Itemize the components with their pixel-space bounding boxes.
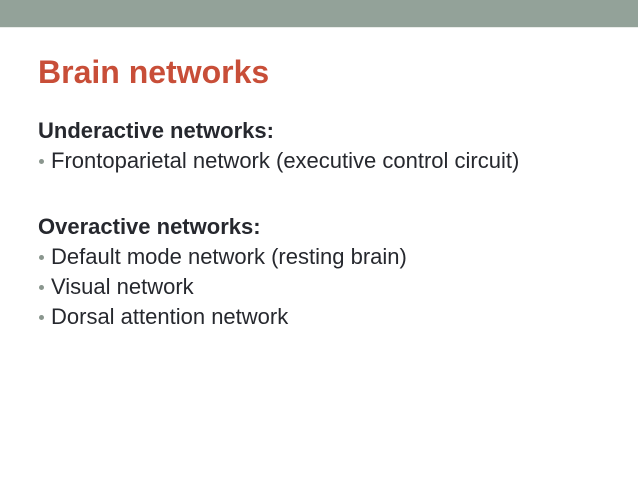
bullet-dot-icon — [39, 159, 44, 164]
bullet-dot-icon — [39, 255, 44, 260]
bullet-list-overactive: Default mode network (resting brain) Vis… — [38, 242, 608, 332]
bullet-dot-icon — [39, 315, 44, 320]
bullet-item: Frontoparietal network (executive contro… — [38, 146, 608, 176]
slide-content: Brain networks Underactive networks: Fro… — [0, 28, 638, 332]
slide-title: Brain networks — [38, 54, 270, 90]
bullet-text: Visual network — [51, 274, 194, 299]
bullet-text: Dorsal attention network — [51, 304, 289, 329]
bullet-text: Frontoparietal network (executive contro… — [51, 148, 520, 173]
section-heading-overactive: Overactive networks: — [38, 214, 261, 239]
section-heading-underactive: Underactive networks: — [38, 118, 274, 143]
bullet-item: Dorsal attention network — [38, 302, 608, 332]
bullet-text: Default mode network (resting brain) — [51, 244, 407, 269]
bullet-list-underactive: Frontoparietal network (executive contro… — [38, 146, 608, 176]
bullet-dot-icon — [39, 285, 44, 290]
slide-header-bar — [0, 0, 638, 28]
bullet-item: Default mode network (resting brain) — [38, 242, 608, 272]
bullet-item: Visual network — [38, 272, 608, 302]
